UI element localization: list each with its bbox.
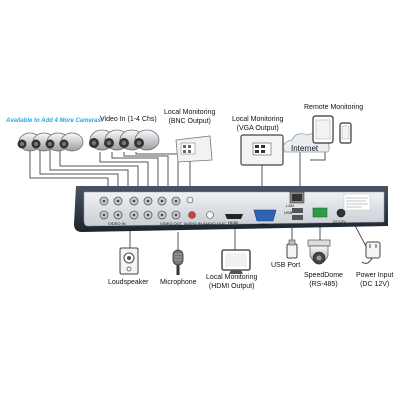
label-hdmi-monitor: Local Monitoring (HDMI Output) bbox=[206, 274, 257, 291]
label-power-input-line1: Power Input bbox=[356, 272, 394, 279]
label-vga-monitor-line2: (VGA Output) bbox=[236, 124, 279, 132]
camera-group-available bbox=[17, 132, 84, 152]
label-video-in: Video In (1-4 Chs) bbox=[100, 116, 157, 123]
microphone-icon bbox=[172, 249, 184, 275]
label-hdmi-monitor-line1: Local Monitoring bbox=[206, 274, 258, 281]
camera-icon bbox=[134, 129, 160, 151]
label-bnc-monitor: Local Monitoring (BNC Output) bbox=[164, 109, 215, 126]
panel-label-dc12v: DC12V bbox=[333, 219, 346, 224]
usb-stick-icon bbox=[286, 239, 298, 259]
panel-label-audio-out: AUDIO OUT bbox=[203, 221, 226, 226]
hdmi-monitor-icon bbox=[221, 249, 251, 274]
panel-label-lan: LAN bbox=[286, 203, 294, 208]
vga-monitor-icon bbox=[240, 134, 284, 166]
label-hdmi-monitor-line2: (HDMI Output) bbox=[208, 282, 255, 290]
label-microphone: Microphone bbox=[160, 279, 197, 286]
bnc-monitor-icon bbox=[175, 135, 213, 163]
label-available-cameras: Available to Add 4 More Cameras! bbox=[6, 118, 103, 124]
panel-label-vga: VGA bbox=[259, 222, 268, 227]
power-adapter-icon bbox=[361, 241, 381, 264]
panel-label-audio-in: AUDIO IN bbox=[184, 221, 202, 226]
panel-label-video-out: VIDEO OUT bbox=[160, 221, 183, 226]
label-power-input-line2: (DC 12V) bbox=[360, 280, 390, 288]
label-vga-monitor-line1: Local Monitoring bbox=[232, 116, 284, 123]
label-loudspeaker: Loudspeaker bbox=[108, 279, 149, 286]
label-speeddome-line2: (RS-485) bbox=[309, 280, 338, 288]
label-remote-monitor: Remote Monitoring bbox=[304, 104, 364, 111]
panel-label-hdmi: HDMI bbox=[228, 220, 239, 225]
label-speeddome: SpeedDome (RS-485) bbox=[304, 272, 343, 289]
label-internet: Internet bbox=[291, 144, 319, 153]
speeddome-icon bbox=[307, 239, 331, 265]
camera-group-video-in bbox=[89, 129, 160, 151]
label-bnc-monitor-line2: (BNC Output) bbox=[168, 117, 211, 125]
loudspeaker-icon bbox=[119, 247, 139, 275]
label-usb-port: USB Port bbox=[271, 262, 301, 269]
camera-icon bbox=[59, 132, 84, 152]
label-power-input: Power Input (DC 12V) bbox=[356, 272, 393, 289]
dvr-device bbox=[74, 186, 388, 232]
label-speeddome-line1: SpeedDome bbox=[304, 272, 343, 279]
panel-label-usb: USB bbox=[284, 210, 293, 215]
panel-label-video-in: VIDEO IN bbox=[108, 221, 126, 226]
label-bnc-monitor-line1: Local Monitoring bbox=[164, 109, 216, 116]
phone-icon bbox=[339, 122, 352, 144]
tablet-icon bbox=[312, 115, 334, 144]
label-vga-monitor: Local Monitoring (VGA Output) bbox=[232, 116, 283, 133]
